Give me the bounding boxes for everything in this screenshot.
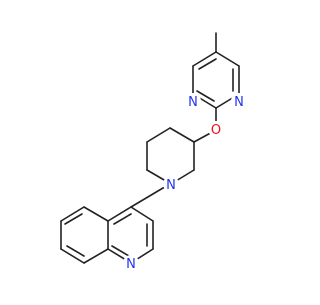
pyrimidine-double-bond xyxy=(196,90,215,102)
atom-label-layer: N N O N N xyxy=(123,93,247,272)
atom-n-pyrimidine-left: N xyxy=(185,93,201,110)
molecule-canvas: N N O N N xyxy=(60,32,247,272)
quinoline-bond xyxy=(130,206,154,222)
quinoline-bond xyxy=(83,206,109,222)
quinoline-bond xyxy=(83,248,109,264)
atom-label-o: O xyxy=(211,123,221,138)
atom-n-quinoline: N xyxy=(123,255,139,272)
atom-label-n: N xyxy=(166,178,176,193)
molecule-structure: N N O N N xyxy=(60,32,247,272)
quinoline-bond xyxy=(107,206,132,222)
pyrimidine-bond xyxy=(192,51,217,67)
piperidine-bond xyxy=(146,127,171,143)
atom-label-n: N xyxy=(188,95,198,110)
methylene-bond xyxy=(130,187,164,208)
atom-label-n: N xyxy=(234,95,244,110)
quinoline-double-bond xyxy=(111,245,130,257)
bond-layer xyxy=(60,32,240,264)
atom-n-piperidine: N xyxy=(163,176,179,193)
pyrimidine-bond xyxy=(215,51,240,67)
atom-o-ether: O xyxy=(208,121,224,138)
atom-n-pyrimidine-right: N xyxy=(231,93,247,110)
pyrimidine-double-bond xyxy=(198,58,217,70)
quinoline-bond xyxy=(60,206,85,222)
atom-label-n: N xyxy=(126,257,136,272)
quinoline-double-bond xyxy=(113,213,132,225)
quinoline-double-bond xyxy=(64,213,83,225)
quinoline-bond xyxy=(60,248,85,264)
quinoline-double-bond xyxy=(66,245,85,257)
piperidine-bond xyxy=(169,127,195,143)
